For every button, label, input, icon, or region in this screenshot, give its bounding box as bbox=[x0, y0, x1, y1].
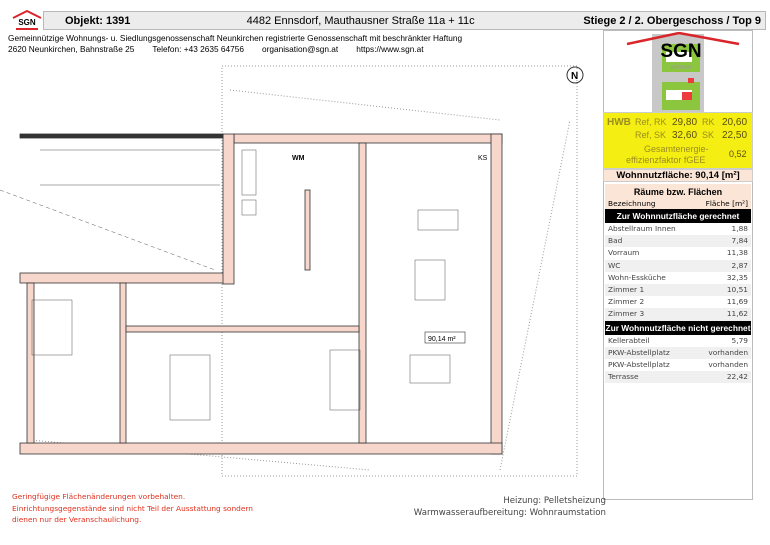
floor-plan: WM KS 90,14 m² N bbox=[0, 65, 584, 477]
room-name: Vorraum bbox=[608, 248, 640, 258]
ref-sk-label: Ref, SK bbox=[635, 130, 667, 140]
company-name: Gemeinnützige Wohnungs- u. Siedlungsgeno… bbox=[8, 33, 463, 43]
sk-value: 22,50 bbox=[722, 130, 748, 141]
logo-subtext: wohnen bbox=[669, 65, 691, 71]
room-row: Zimmer 2 11,69 bbox=[605, 296, 751, 308]
company-info: Gemeinnützige Wohnungs- u. Siedlungsgeno… bbox=[8, 33, 462, 54]
header-bar: Objekt: 1391 4482 Ennsdorf, Mauthausner … bbox=[43, 11, 766, 30]
room-area: 11,62 bbox=[726, 309, 748, 319]
energy-box: HWB Ref, RK 29,80 RK 20,60 Ref, SK 32,60… bbox=[603, 112, 753, 169]
col-area: Fläche [m²] bbox=[705, 199, 748, 208]
room-area: 10,51 bbox=[726, 284, 748, 294]
heating-type: Heizung: Pelletsheizung bbox=[503, 496, 606, 506]
washer-label: WM bbox=[292, 155, 305, 162]
room-row: PKW-Abstellplatz vorhanden bbox=[605, 346, 751, 359]
room-name: Zimmer 3 bbox=[608, 309, 645, 319]
island-cooktop-icon bbox=[417, 209, 459, 231]
ref-sk-value: 32,60 bbox=[672, 130, 698, 141]
address: 4482 Ennsdorf, Mauthausner Straße 11a + … bbox=[246, 14, 475, 27]
room-name: PKW-Abstellplatz bbox=[608, 347, 670, 357]
room-area: vorhanden bbox=[708, 347, 748, 357]
room-name: PKW-Abstellplatz bbox=[608, 359, 670, 369]
logo-text: SGN bbox=[660, 41, 701, 62]
room-row: Terrasse 22,42 bbox=[605, 371, 751, 384]
room-row: PKW-Abstellplatz vorhanden bbox=[605, 359, 751, 371]
section-counted: Zur Wohnnutzfläche gerechnet bbox=[605, 209, 751, 223]
room-row: WC 2,87 bbox=[605, 259, 751, 272]
logo-text: SGN bbox=[18, 18, 36, 27]
room-name: Abstellraum Innen bbox=[608, 224, 676, 233]
company-address: 2620 Neunkirchen, Bahnstraße 25 bbox=[8, 43, 135, 54]
heating-info: Heizung: Pelletsheizung Warmwasseraufber… bbox=[380, 495, 606, 519]
walls bbox=[19, 133, 503, 455]
bathtub-icon bbox=[241, 149, 257, 196]
room-name: Zimmer 2 bbox=[608, 297, 645, 307]
site-plan-thumbnail bbox=[652, 34, 704, 114]
room-name: Wohn-Essküche bbox=[608, 272, 666, 282]
bed-icon bbox=[169, 354, 211, 421]
room-name: WC bbox=[608, 260, 621, 270]
room-name: Zimmer 1 bbox=[608, 284, 645, 294]
room-area: 11,69 bbox=[726, 297, 748, 307]
room-row: Zimmer 3 11,62 bbox=[605, 308, 751, 321]
area-label: 90,14 m² bbox=[428, 336, 456, 343]
disclaimer-line: Einrichtungsgegenstände sind nicht Teil … bbox=[12, 503, 253, 513]
dining-table-icon bbox=[414, 259, 446, 301]
living-area-total: Wohnnutzfläche: 90,14 [m²] bbox=[603, 169, 753, 182]
ref-rk-label: Ref, RK bbox=[635, 117, 667, 127]
fgee-label-2: effizienzfaktor fGEE bbox=[626, 155, 706, 165]
svg-text:N: N bbox=[571, 71, 578, 82]
fridge-label: KS bbox=[478, 155, 488, 162]
unit-location: Stiege 2 / 2. Obergeschoss / Top 9 bbox=[583, 14, 761, 27]
room-area: 7,84 bbox=[731, 236, 748, 246]
company-website[interactable]: https://www.sgn.at bbox=[356, 43, 424, 54]
rk-value: 20,60 bbox=[722, 117, 748, 128]
disclaimer-line: Geringfügige Flächenänderungen vorbehalt… bbox=[12, 492, 186, 501]
rk-label: RK bbox=[702, 117, 715, 127]
sk-label: SK bbox=[702, 130, 715, 140]
room-area: vorhanden bbox=[708, 359, 748, 369]
section-not-counted: Zur Wohnnutzfläche nicht gerechnet bbox=[605, 320, 751, 335]
room-area: 1,88 bbox=[731, 224, 748, 233]
hwb-label: HWB bbox=[607, 117, 631, 128]
disclaimer: Geringfügige Flächenänderungen vorbehalt… bbox=[12, 491, 253, 526]
room-row: Abstellraum Innen 1,88 bbox=[605, 223, 751, 235]
room-area: 5,79 bbox=[731, 335, 748, 345]
room-name: Terrasse bbox=[608, 372, 639, 382]
sofa-icon bbox=[409, 354, 451, 384]
rooms-table: Räume bzw. Flächen Bezeichnung Fläche [m²… bbox=[605, 184, 751, 384]
ref-rk-value: 29,80 bbox=[672, 117, 698, 128]
fgee-label: Gesamtenergie- bbox=[644, 144, 709, 154]
rooms-title: Räume bzw. Flächen bbox=[633, 187, 723, 197]
company-phone: Telefon: +43 2635 64756 bbox=[152, 43, 244, 54]
fgee-value: 0,52 bbox=[729, 149, 747, 159]
disclaimer-line: dienen nur der Veranschaulichung. bbox=[12, 515, 142, 524]
room-name: Kellerabteil bbox=[608, 335, 650, 345]
north-arrow-icon: N bbox=[566, 66, 584, 84]
fixtures bbox=[0, 149, 459, 421]
room-row: Kellerabteil 5,79 bbox=[605, 335, 751, 347]
sgn-logo: SGN wohnen bbox=[626, 32, 740, 71]
company-email[interactable]: organisation@sgn.at bbox=[261, 43, 339, 54]
room-area: 32,35 bbox=[726, 272, 748, 282]
room-name: Bad bbox=[608, 236, 623, 246]
sgn-logo-small: SGN bbox=[12, 10, 42, 30]
room-area: 11,38 bbox=[726, 248, 748, 258]
roof-outline bbox=[29, 65, 578, 477]
sink-icon bbox=[241, 199, 257, 216]
bed-icon-2 bbox=[329, 349, 361, 411]
room-row: Wohn-Essküche 32,35 bbox=[605, 272, 751, 284]
room-row: Zimmer 1 10,51 bbox=[605, 283, 751, 297]
bed-icon-3 bbox=[31, 299, 73, 356]
room-row: Bad 7,84 bbox=[605, 235, 751, 248]
col-name: Bezeichnung bbox=[608, 199, 656, 208]
room-area: 2,87 bbox=[731, 260, 748, 270]
hot-water-type: Warmwasseraufbereitung: Wohnraumstation bbox=[413, 508, 606, 518]
room-area: 22,42 bbox=[726, 372, 748, 382]
room-row: Vorraum 11,38 bbox=[605, 247, 751, 259]
object-number: Objekt: 1391 bbox=[65, 14, 131, 27]
